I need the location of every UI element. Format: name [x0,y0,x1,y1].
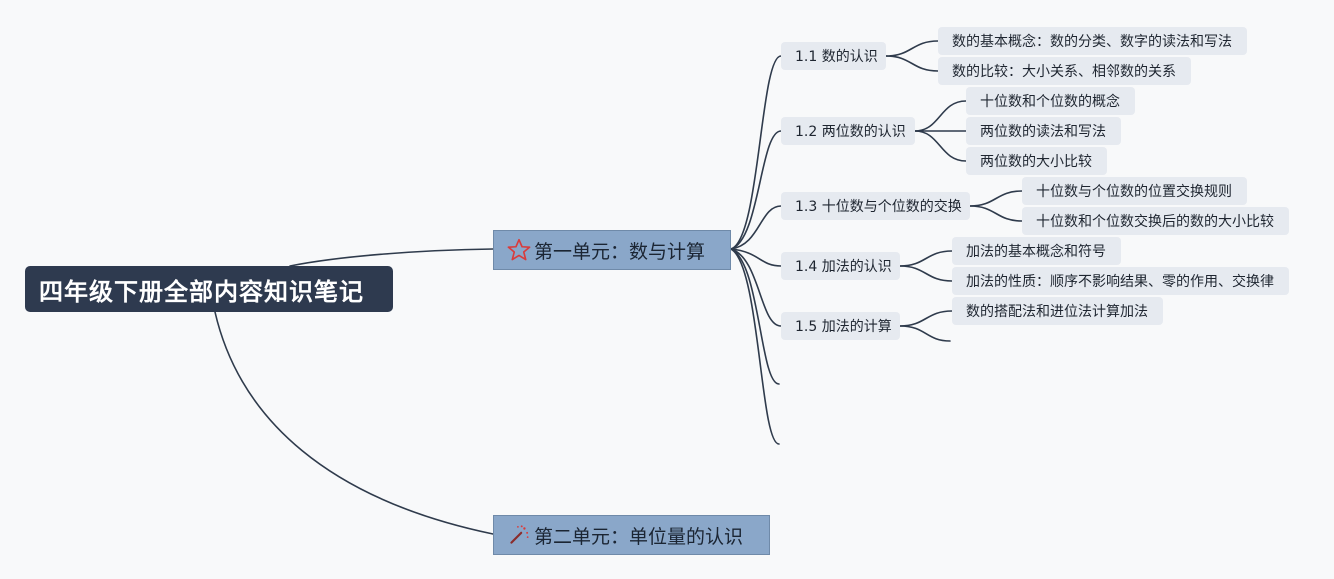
connector-topic2-leaf1 [914,100,967,132]
connector-topic3-leaf2 [969,205,1023,222]
connector-topic1-leaf1 [885,40,939,57]
topic-4-point-1[interactable]: 加法的基本概念和符号 [952,237,1121,265]
connector-unit1-empty2 [730,248,780,445]
point-text: 两位数的大小比较 [980,154,1092,170]
topic-3-node[interactable]: 1.3 十位数与个位数的交换 [781,192,970,220]
topic-1-point-1[interactable]: 数的基本概念：数的分类、数字的读法和写法 [938,27,1247,55]
connector-topic5-leaf2 [899,325,951,342]
point-text: 两位数的读法和写法 [980,124,1106,140]
topic-1-point-2[interactable]: 数的比较：大小关系、相邻数的关系 [938,57,1191,85]
connector-unit1-topic4 [730,248,782,267]
point-text: 十位数和个位数交换后的数的大小比较 [1036,214,1274,230]
point-text: 数的搭配法和进位法计算加法 [966,304,1148,320]
root-title: 四年级下册全部内容知识笔记 [39,277,364,306]
topic-4-node[interactable]: 1.4 加法的认识 [781,252,900,280]
unit-2-node[interactable]: 第二单元：单位量的认识 [493,515,770,555]
magic-wand-icon [506,522,532,548]
topic-4-title: 1.4 加法的认识 [795,259,892,275]
connector-topic3-leaf1 [969,190,1023,207]
connector-topic4-leaf2 [899,265,953,282]
point-text: 数的比较：大小关系、相邻数的关系 [952,64,1176,80]
topic-3-point-1[interactable]: 十位数与个位数的位置交换规则 [1022,177,1247,205]
topic-4-point-2[interactable]: 加法的性质：顺序不影响结果、零的作用、交换律 [952,267,1289,295]
point-text: 加法的性质：顺序不影响结果、零的作用、交换律 [966,274,1274,290]
unit-1-title: 第一单元：数与计算 [534,240,706,263]
point-text: 加法的基本概念和符号 [966,244,1106,260]
connector-unit1-topic3 [730,205,782,250]
connector-topic5-leaf1 [899,310,953,327]
connector-topic2-leaf3 [914,130,967,162]
connector-topic4-leaf1 [899,250,953,267]
point-text: 十位数和个位数的概念 [980,94,1120,110]
topic-1-node[interactable]: 1.1 数的认识 [781,42,886,70]
connector-unit1-topic5 [730,248,782,327]
topic-1-title: 1.1 数的认识 [795,49,878,65]
unit-1-node[interactable]: 第一单元：数与计算 [493,230,731,270]
topic-2-title: 1.2 两位数的认识 [795,124,906,140]
topic-2-node[interactable]: 1.2 两位数的认识 [781,117,915,145]
connector-unit1-topic1 [730,55,782,250]
topic-5-point-1[interactable]: 数的搭配法和进位法计算加法 [952,297,1163,325]
star-outline-icon [506,237,532,263]
connector-topic1-leaf2 [885,55,939,72]
connector-unit1-topic2 [730,130,782,250]
topic-5-node[interactable]: 1.5 加法的计算 [781,312,900,340]
topic-3-point-2[interactable]: 十位数和个位数交换后的数的大小比较 [1022,207,1289,235]
topic-2-point-1[interactable]: 十位数和个位数的概念 [966,87,1135,115]
topic-2-point-2[interactable]: 两位数的读法和写法 [966,117,1121,145]
point-text: 十位数与个位数的位置交换规则 [1036,184,1232,200]
connector-unit1-empty1 [730,248,780,385]
connector-root-unit1 [289,248,494,267]
unit-2-title: 第二单元：单位量的认识 [534,525,744,548]
topic-3-title: 1.3 十位数与个位数的交换 [795,199,962,215]
connector-root-unit2 [214,311,494,535]
point-text: 数的基本概念：数的分类、数字的读法和写法 [952,34,1232,50]
topic-2-point-3[interactable]: 两位数的大小比较 [966,147,1107,175]
topic-5-title: 1.5 加法的计算 [795,319,892,335]
root-topic[interactable]: 四年级下册全部内容知识笔记 [25,266,393,312]
